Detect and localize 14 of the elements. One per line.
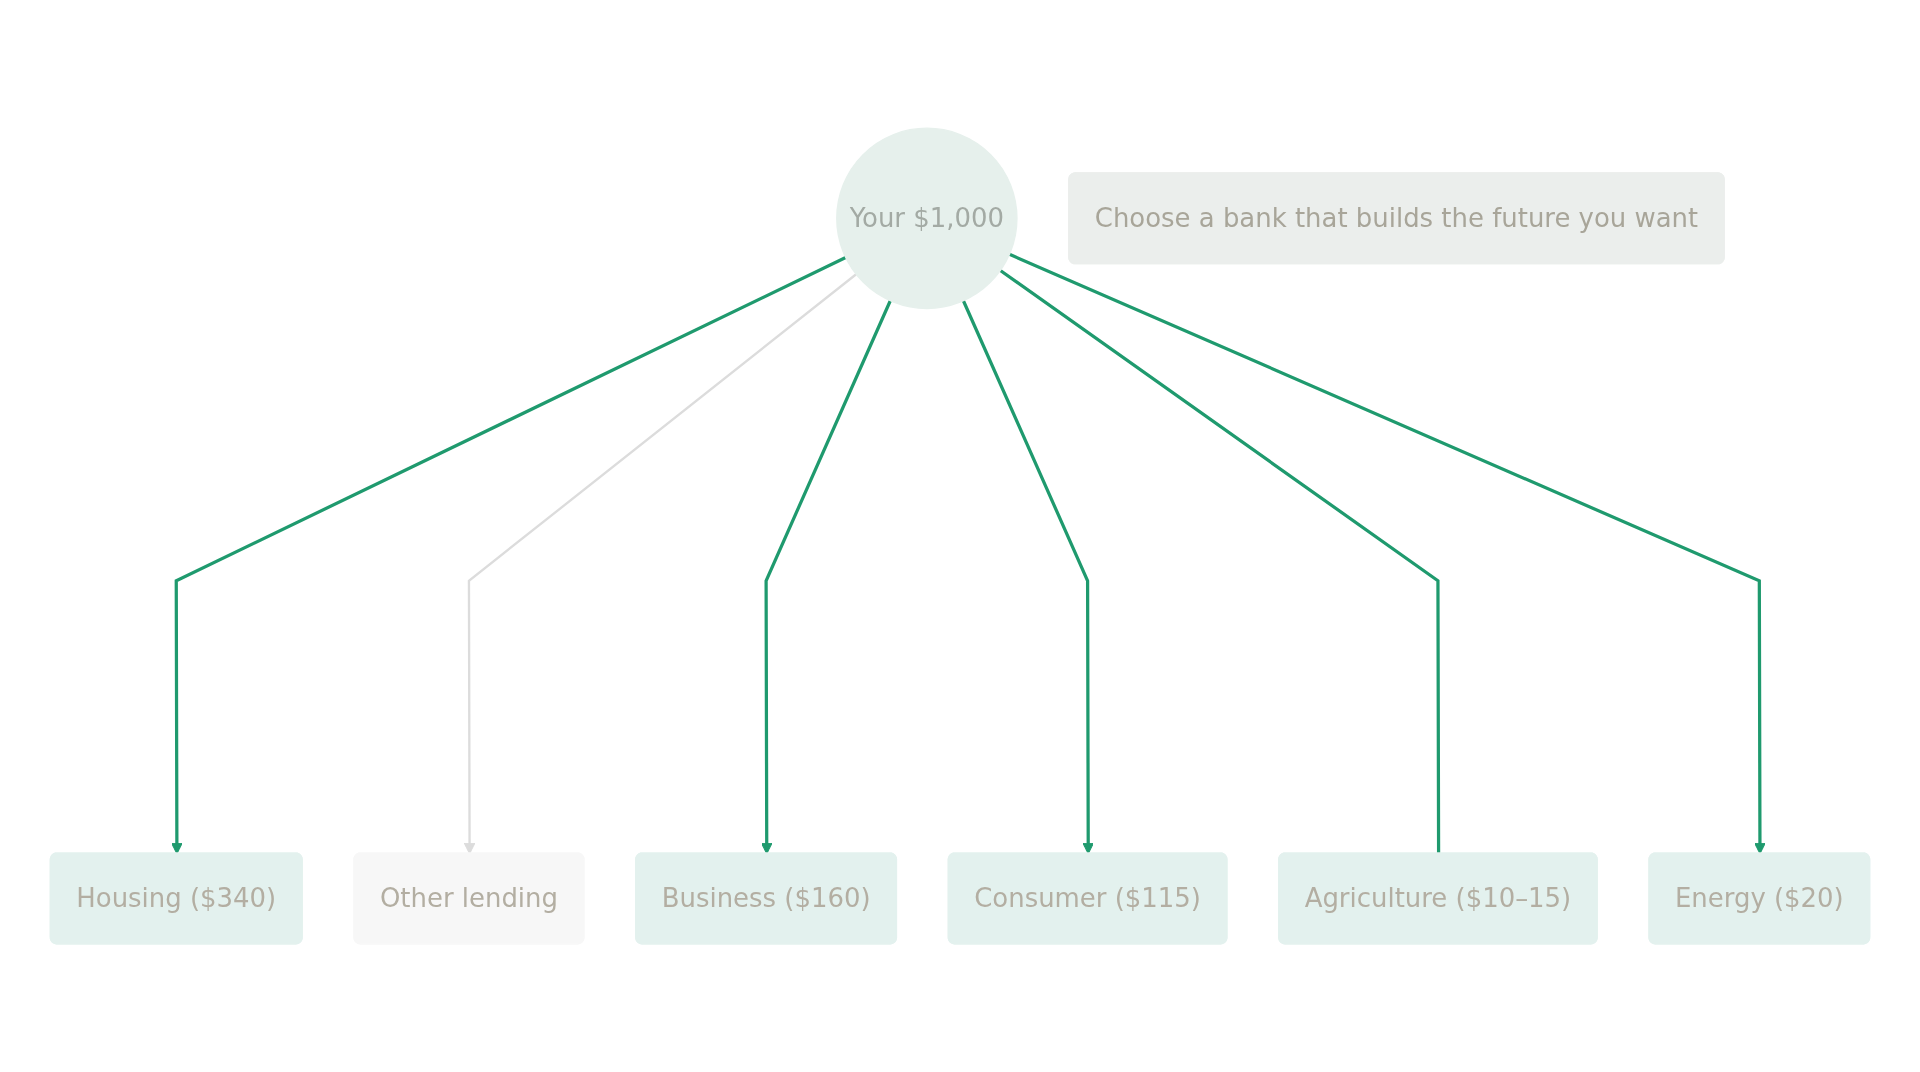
arrow xyxy=(1008,252,1766,855)
arrow xyxy=(961,300,1094,855)
rounded-box: Other lending xyxy=(353,852,585,945)
rounded-box: Business ($160) xyxy=(635,852,898,945)
banner-panel: Choose a bank that builds the future you want xyxy=(1068,172,1725,265)
rounded-box: Agriculture ($10–15) xyxy=(1278,852,1598,945)
arrow xyxy=(761,300,892,855)
circle-node: Your $1,000 xyxy=(836,127,1018,310)
connector-line xyxy=(999,269,1441,854)
arrow xyxy=(463,273,857,855)
rounded-box: Consumer ($115) xyxy=(947,852,1228,945)
rounded-box: Housing ($340) xyxy=(49,852,303,945)
rounded-box: Energy ($20) xyxy=(1648,852,1871,945)
arrow xyxy=(171,256,847,855)
